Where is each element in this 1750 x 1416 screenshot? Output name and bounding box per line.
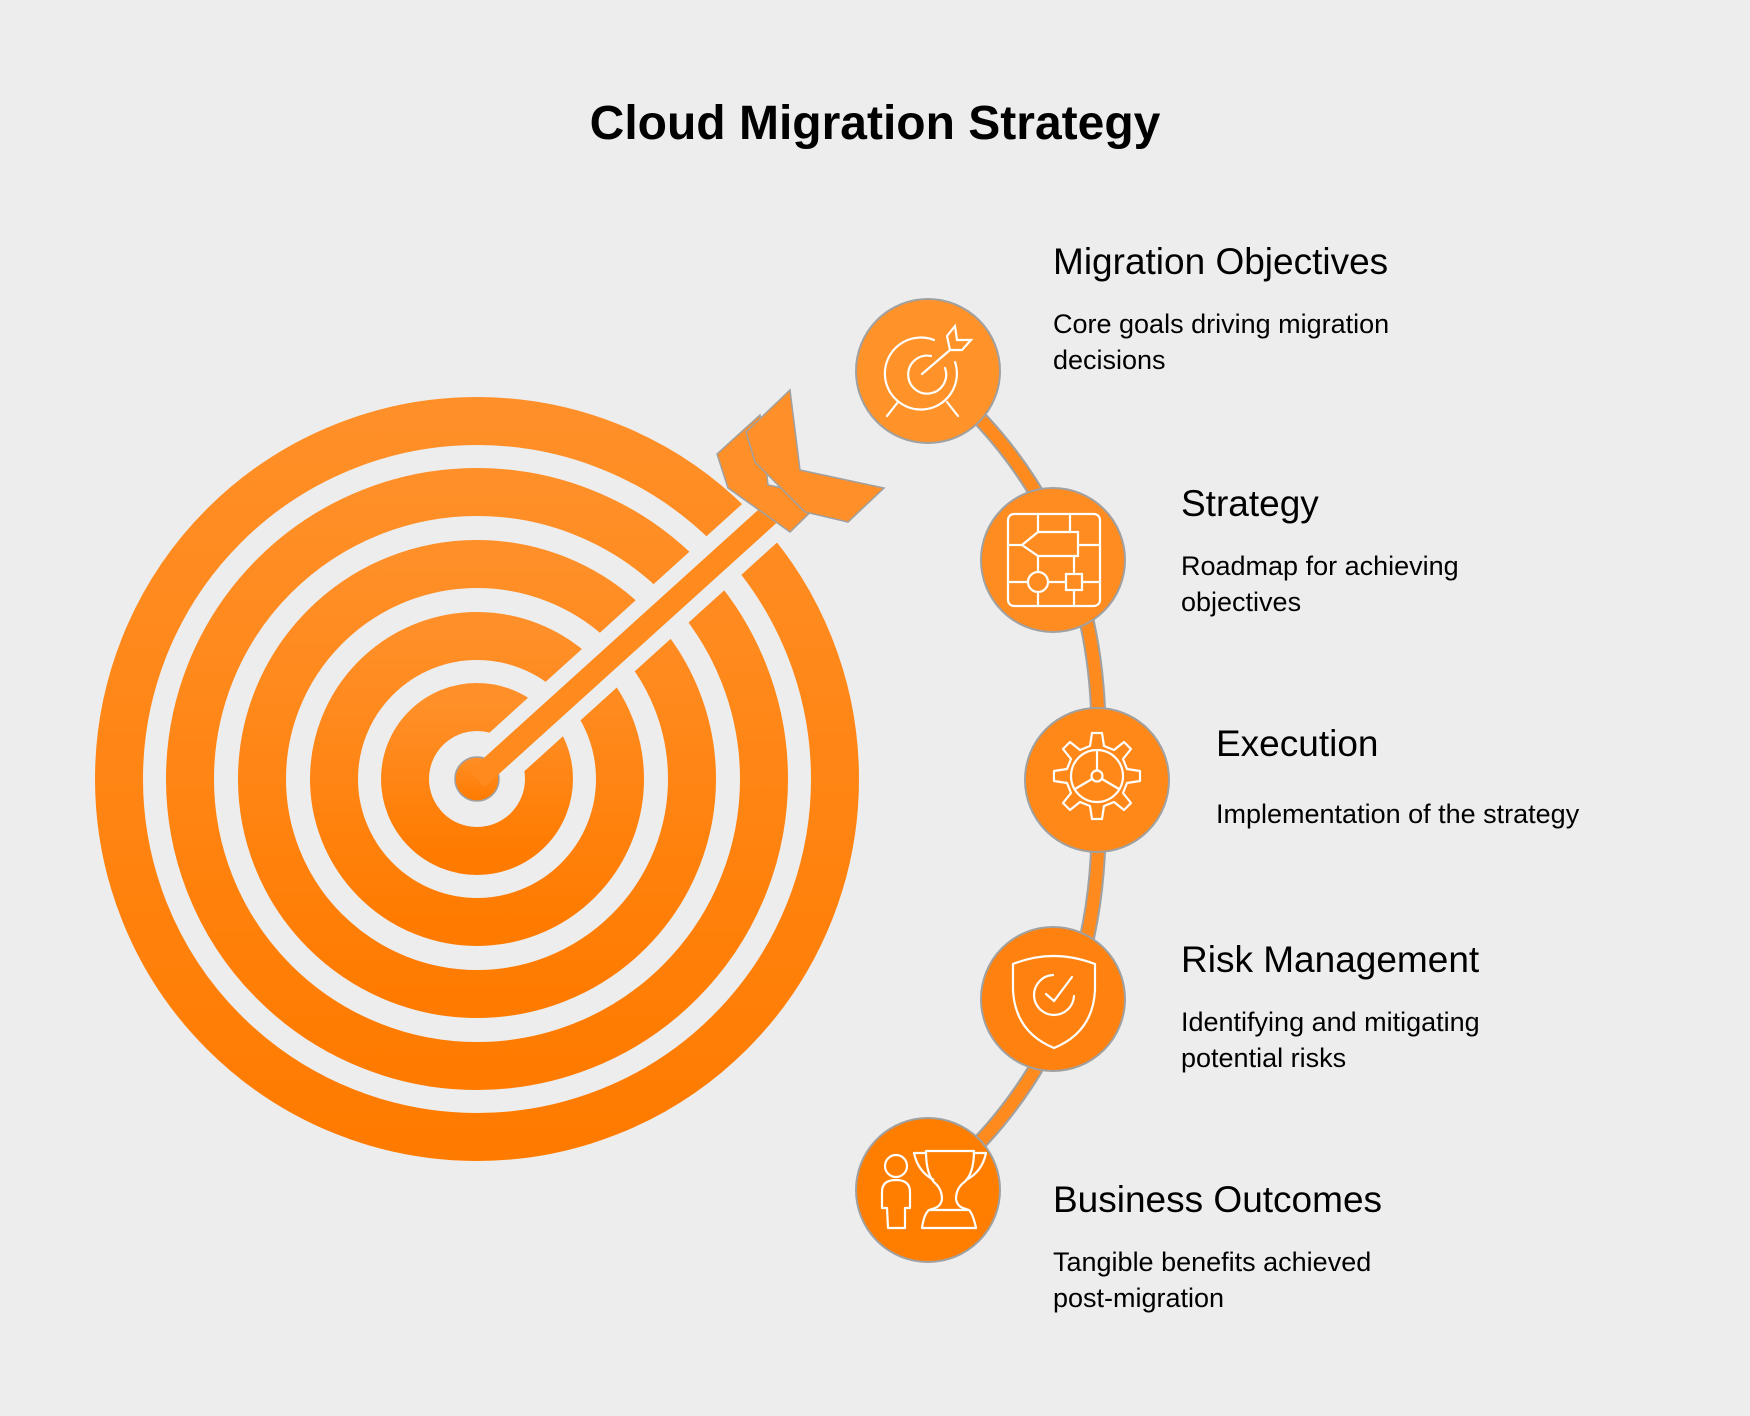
item-business-outcomes: Business Outcomes Tangible benefits achi… (1053, 1178, 1433, 1316)
item-heading: Risk Management (1181, 939, 1480, 980)
item-risk-management: Risk Management Identifying and mitigati… (1181, 938, 1541, 1076)
gear-icon (1052, 731, 1142, 821)
item-description: Identifying and mitigating potential ris… (1181, 1007, 1480, 1073)
item-heading: Migration Objectives (1053, 241, 1389, 282)
item-heading: Strategy (1181, 483, 1319, 524)
item-heading: Business Outcomes (1053, 1179, 1383, 1220)
item-description: Roadmap for achieving objectives (1181, 551, 1459, 617)
person-trophy-icon (880, 1149, 988, 1230)
shield-check-icon (1011, 954, 1097, 1050)
flowchart-icon (1006, 512, 1102, 608)
item-circle-risk-management (980, 926, 1126, 1072)
item-description: Core goals driving migration decisions (1053, 309, 1390, 375)
item-circle-strategy (980, 487, 1126, 633)
item-circle-business-outcomes (855, 1117, 1001, 1263)
item-circle-migration-objectives (855, 298, 1001, 444)
item-circle-execution (1024, 707, 1170, 853)
item-heading: Execution (1216, 723, 1379, 764)
page-title: Cloud Migration Strategy (589, 97, 1161, 150)
target-icon (883, 323, 974, 418)
target-with-arrow-icon (95, 388, 886, 1161)
item-execution: Execution Implementation of the strategy (1216, 722, 1716, 832)
item-description: Implementation of the strategy (1216, 799, 1580, 829)
item-migration-objectives: Migration Objectives Core goals driving … (1053, 240, 1443, 378)
item-strategy: Strategy Roadmap for achieving objective… (1181, 482, 1521, 620)
item-description: Tangible benefits achieved post-migratio… (1053, 1247, 1372, 1313)
